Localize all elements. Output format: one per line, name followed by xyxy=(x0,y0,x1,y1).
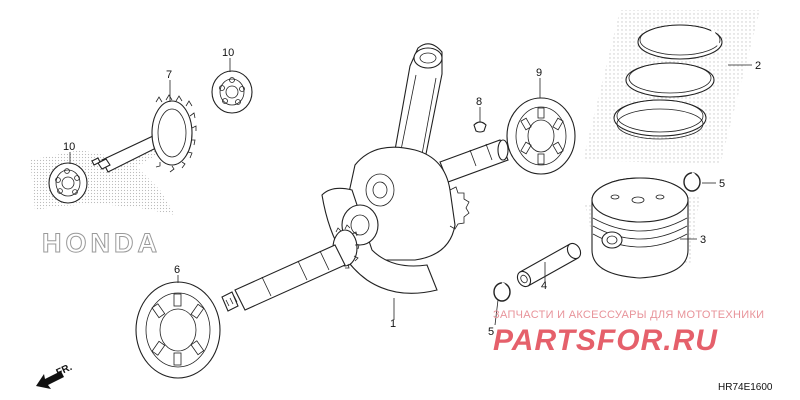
callout-8: 9 xyxy=(536,67,542,79)
callout-2: 2 xyxy=(755,60,761,72)
piston-pin-clip-part-5-upper xyxy=(683,172,701,192)
callout-10-upper: 10 xyxy=(222,47,234,59)
honda-logo-text: HONDA xyxy=(42,228,161,258)
front-direction-indicator: FR. xyxy=(36,362,74,389)
callout-10-lower: 10 xyxy=(63,141,75,153)
callout-1: 1 xyxy=(390,318,396,330)
callout-5-lower: 5 xyxy=(488,326,494,338)
bearing-part-9 xyxy=(135,281,221,379)
watermark-brand: PARTSFOR.RU xyxy=(493,324,718,357)
crankshaft-part-1 xyxy=(221,43,509,312)
front-arrow-icon xyxy=(36,371,64,389)
piston-pin-part-4 xyxy=(516,242,582,288)
callout-7: 8 xyxy=(476,96,482,108)
leader-lines xyxy=(69,58,752,326)
watermark-tagline: ЗАПЧАСТИ И АКСЕССУАРЫ ДЛЯ МОТОТЕХНИКИ xyxy=(493,309,764,321)
callout-3: 3 xyxy=(700,234,706,246)
bearing-part-10-lower xyxy=(48,162,88,204)
diagram-code: HR74E1600 xyxy=(718,382,773,393)
piston-part-3 xyxy=(591,177,689,279)
callout-9: 6 xyxy=(174,264,180,276)
balancer-shaft-part-6 xyxy=(91,94,197,175)
piston-ring-set-part-2 xyxy=(613,24,723,140)
partsfor-watermark: ЗАПЧАСТИ И АКСЕССУАРЫ ДЛЯ МОТОТЕХНИКИ PA… xyxy=(493,309,764,357)
callout-4: 4 xyxy=(541,280,547,292)
bearing-part-10-upper xyxy=(211,70,253,114)
callout-5-upper: 5 xyxy=(719,178,725,190)
bearing-part-8 xyxy=(506,97,576,175)
woodruff-key-part-7 xyxy=(473,121,487,133)
piston-pin-clip-part-5-lower xyxy=(493,282,511,302)
front-label: FR. xyxy=(55,362,74,379)
callout-6: 7 xyxy=(166,69,172,81)
